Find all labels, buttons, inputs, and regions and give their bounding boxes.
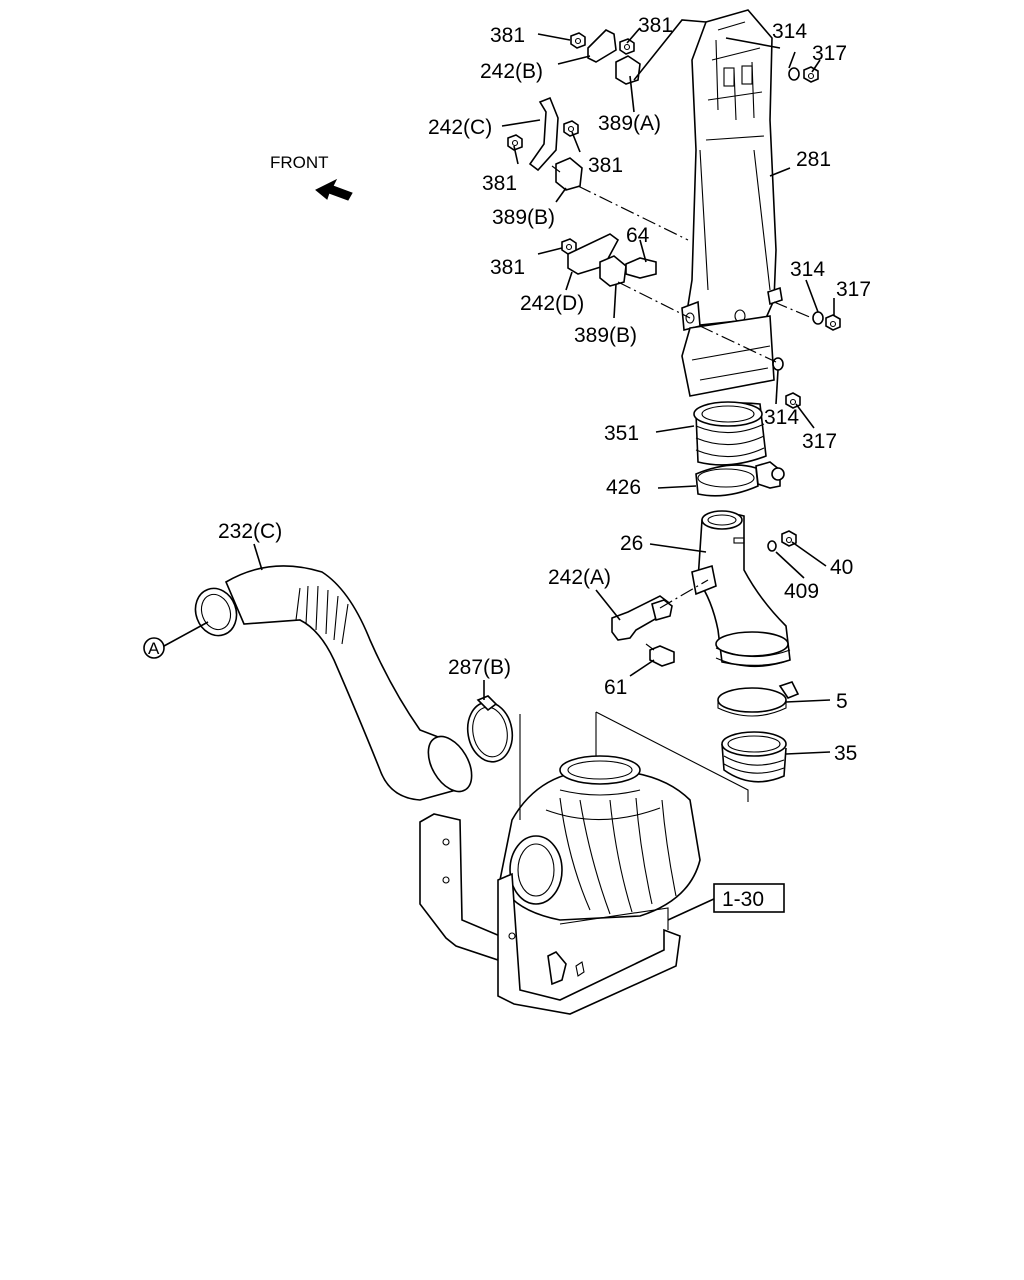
bellows-351: [693, 401, 767, 466]
reference-marker-a: A: [143, 637, 165, 659]
callout-label: 351: [604, 422, 639, 445]
callout-label: 314: [764, 406, 799, 429]
hose-232c: [194, 565, 473, 801]
pipe-26: [691, 510, 797, 668]
clamp-426: [695, 461, 785, 497]
callout-label: 64: [626, 224, 650, 247]
callout-label: 389(B): [492, 206, 555, 229]
callout-label: 381: [638, 14, 673, 37]
callout-labels: 381 381 242(B) 389(A) 314 317 242(C) 381…: [218, 14, 871, 765]
callout-label: 287(B): [448, 656, 511, 679]
front-label: FRONT: [270, 153, 329, 172]
ring-35: [721, 731, 787, 783]
reference-marker-label: A: [148, 639, 160, 658]
hardware-group: [507, 29, 841, 409]
callout-label: 26: [620, 532, 643, 555]
callout-label: 317: [802, 430, 837, 453]
callout-label: 409: [784, 580, 819, 603]
callout-label: 389(A): [598, 112, 661, 135]
callout-label: 5: [836, 690, 848, 713]
callout-label: 242(C): [428, 116, 492, 139]
clamp-5: [717, 681, 800, 717]
callout-label: 381: [490, 24, 525, 47]
callout-label: 61: [604, 676, 627, 699]
clamp-287b: [466, 695, 514, 763]
callout-label: 242(D): [520, 292, 584, 315]
leader-lines: [163, 19, 835, 921]
reference-box: 1-30: [713, 883, 785, 913]
callout-label: 242(B): [480, 60, 543, 83]
callout-label: 426: [606, 476, 641, 499]
reference-box-label: 1-30: [722, 888, 764, 911]
air-cleaner-assembly: [419, 711, 749, 1015]
callout-label: 389(B): [574, 324, 637, 347]
callout-label: 381: [482, 172, 517, 195]
callout-label: 232(C): [218, 520, 282, 543]
callout-label: 317: [836, 278, 871, 301]
upper-duct-281: [681, 9, 783, 397]
callout-label: 40: [830, 556, 853, 579]
callout-label: 242(A): [548, 566, 611, 589]
callout-label: 314: [790, 258, 825, 281]
callout-label: 281: [796, 148, 831, 171]
callout-label: 35: [834, 742, 857, 765]
front-arrow-icon: [315, 178, 353, 201]
callout-label: 317: [812, 42, 847, 65]
bracket-242a: [611, 595, 675, 667]
callout-label: 314: [772, 20, 807, 43]
front-indicator: FRONT: [270, 153, 353, 201]
callout-label: 381: [588, 154, 623, 177]
callout-label: 381: [490, 256, 525, 279]
